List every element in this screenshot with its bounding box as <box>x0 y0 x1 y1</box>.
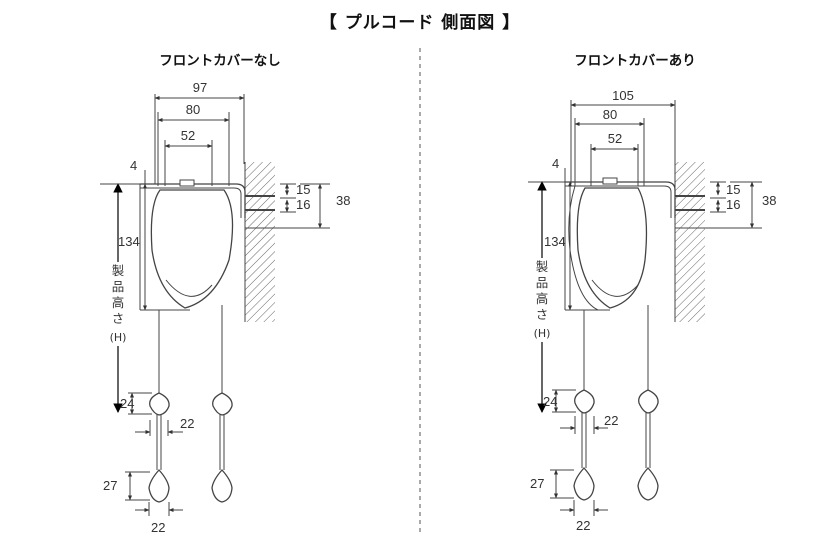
dim-width-total: 105 <box>612 88 634 103</box>
knob-left <box>148 469 170 503</box>
bracket <box>140 183 246 218</box>
panel-with-front-cover <box>528 100 762 516</box>
dim-grip-width: 22 <box>604 413 618 428</box>
panel-title-with-front-cover: フロントカバーあり <box>574 53 696 69</box>
svg-text:高: 高 <box>112 295 125 310</box>
dim-screw-bottom: 16 <box>296 197 310 212</box>
product-height-label-right: 製 品 高 さ (H) <box>532 258 552 342</box>
grip-right <box>212 392 233 416</box>
dim-knob-width: 22 <box>151 520 165 535</box>
knob-right <box>211 469 233 503</box>
dim-bracket: 4 <box>130 158 137 173</box>
grip-left <box>574 389 595 414</box>
dim-width-inner: 52 <box>608 131 622 146</box>
page-title: 【 プルコード 側面図 】 <box>319 13 521 33</box>
svg-text:製: 製 <box>112 263 125 278</box>
dim-grip-height: 24 <box>120 396 134 411</box>
dim-wall-offset: 38 <box>762 193 776 208</box>
svg-text:高: 高 <box>536 291 549 306</box>
svg-text:さ: さ <box>112 311 125 326</box>
dim-body-height: 134 <box>544 234 566 249</box>
knob-right <box>637 467 659 501</box>
svg-text:(H): (H) <box>110 331 127 344</box>
dim-screw-top: 15 <box>296 182 310 197</box>
grip-left <box>149 392 170 416</box>
svg-text:品: 品 <box>536 275 549 290</box>
svg-text:さ: さ <box>536 307 549 322</box>
panel-title-no-front-cover: フロントカバーなし <box>159 53 281 69</box>
dim-width-total: 97 <box>193 80 207 95</box>
dim-width-mid: 80 <box>603 107 617 122</box>
dim-width-inner: 52 <box>181 128 195 143</box>
dim-wall-offset: 38 <box>336 193 350 208</box>
wall <box>675 162 705 322</box>
dim-knob-height: 27 <box>530 476 544 491</box>
knob-left <box>573 467 595 501</box>
dim-body-height: 134 <box>118 234 140 249</box>
dim-screw-bottom: 16 <box>726 197 740 212</box>
dim-knob-width: 22 <box>576 518 590 533</box>
dim-bracket: 4 <box>552 156 559 171</box>
svg-text:(H): (H) <box>534 327 551 340</box>
cord-housing <box>576 187 648 309</box>
bracket <box>565 181 676 218</box>
product-height-label-left: 製 品 高 さ (H) <box>108 262 128 346</box>
dim-width-mid: 80 <box>186 102 200 117</box>
wall <box>245 162 275 322</box>
dim-grip-height: 24 <box>543 394 557 409</box>
dim-screw-top: 15 <box>726 182 740 197</box>
svg-text:製: 製 <box>536 259 549 274</box>
dim-grip-width: 22 <box>180 416 194 431</box>
grip-right <box>638 389 659 414</box>
cord-housing <box>150 189 234 309</box>
dim-knob-height: 27 <box>103 478 117 493</box>
svg-text:品: 品 <box>112 279 125 294</box>
